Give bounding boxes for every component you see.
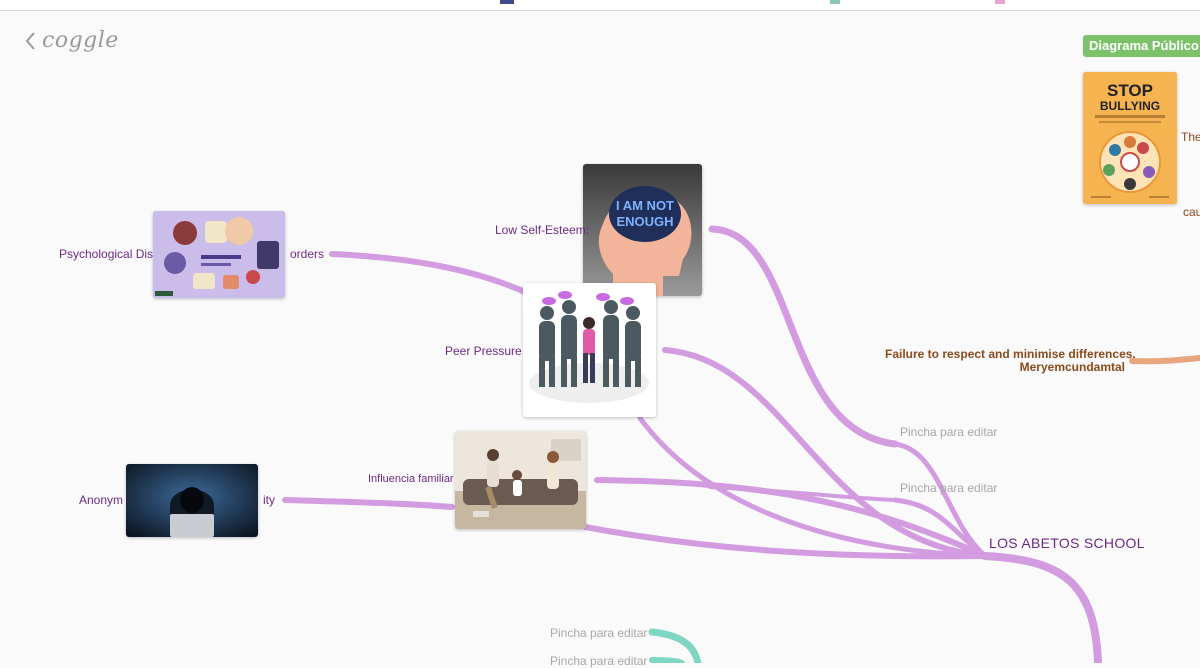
branch-edit-3: [648, 628, 702, 663]
coggle-logo: coggle: [42, 28, 119, 53]
failure-line-2: Meryemcundamtal: [1019, 360, 1125, 374]
influencia-familiar-image[interactable]: [455, 431, 586, 529]
node-psychological-left[interactable]: Psychological Dis: [59, 247, 154, 261]
node-the-partial[interactable]: The: [1181, 130, 1200, 144]
branch-low-self-esteem: [708, 225, 899, 448]
branch-peer: [662, 347, 988, 559]
hooded-figure-photo: [126, 464, 258, 537]
family-living-room-photo: [455, 431, 586, 529]
back-to-coggle-button[interactable]: coggle: [24, 28, 119, 53]
branch-edit-1: [892, 441, 988, 559]
brain-text-line1: I AM NOT: [616, 198, 674, 213]
top-toolbar: [0, 0, 1200, 11]
branch-failure: [1129, 355, 1200, 365]
branch-edit-2-in: [708, 485, 897, 502]
branch-anon: [282, 497, 455, 510]
node-edit-2[interactable]: Pincha para editar: [900, 481, 998, 495]
chevron-left-icon: [25, 31, 35, 50]
branch-influencia: [594, 477, 988, 559]
node-anonymity-left[interactable]: Anonym: [79, 493, 124, 507]
node-edit-3[interactable]: Pincha para editar: [550, 626, 648, 640]
node-anonymity-right[interactable]: ity: [263, 493, 275, 507]
root-node-los-abetos-school[interactable]: LOS ABETOS SCHOOL: [989, 535, 1145, 551]
bullying-text: BULLYING: [1100, 99, 1160, 113]
node-low-self-esteem[interactable]: Low Self-Esteem:: [495, 223, 590, 237]
node-influencia-familiar[interactable]: Influencia familiar: [368, 473, 454, 485]
node-peer-pressure[interactable]: Peer Pressure: [445, 344, 522, 358]
head-silhouette-illustration: I AM NOT ENOUGH: [583, 164, 702, 296]
stop-bullying-image[interactable]: STOP BULLYING: [1083, 72, 1177, 204]
failure-line-1: Failure to respect and minimise differen…: [885, 347, 1136, 361]
branch-influencia-img: [582, 524, 988, 560]
peer-group-illustration: [523, 283, 656, 417]
peer-pressure-image[interactable]: [523, 283, 656, 417]
psychological-disorders-image[interactable]: [153, 211, 285, 298]
toolbar-icon[interactable]: [500, 0, 514, 4]
branch-psych: [329, 251, 528, 295]
node-edit-4[interactable]: Pincha para editar: [550, 654, 648, 668]
stop-bullying-illustration: STOP BULLYING: [1083, 72, 1177, 204]
branch-edit-2: [892, 497, 988, 559]
node-cau-partial[interactable]: cau: [1183, 205, 1200, 219]
stop-text: STOP: [1107, 81, 1153, 100]
public-diagram-badge[interactable]: Diagrama Público: [1083, 35, 1200, 57]
anonymity-image[interactable]: [126, 464, 258, 537]
branch-root-down: [981, 552, 1102, 663]
node-edit-1[interactable]: Pincha para editar: [900, 425, 998, 439]
disorders-infographic: [153, 211, 285, 298]
toolbar-icon[interactable]: [830, 0, 840, 4]
low-self-esteem-image[interactable]: I AM NOT ENOUGH: [583, 164, 702, 296]
node-psychological-right[interactable]: orders: [290, 247, 325, 261]
node-failure-to-respect[interactable]: Failure to respect and minimise differen…: [885, 347, 1136, 374]
toolbar-icon[interactable]: [995, 0, 1005, 4]
branch-peer-img: [637, 415, 988, 559]
brain-text-line2: ENOUGH: [616, 214, 673, 229]
